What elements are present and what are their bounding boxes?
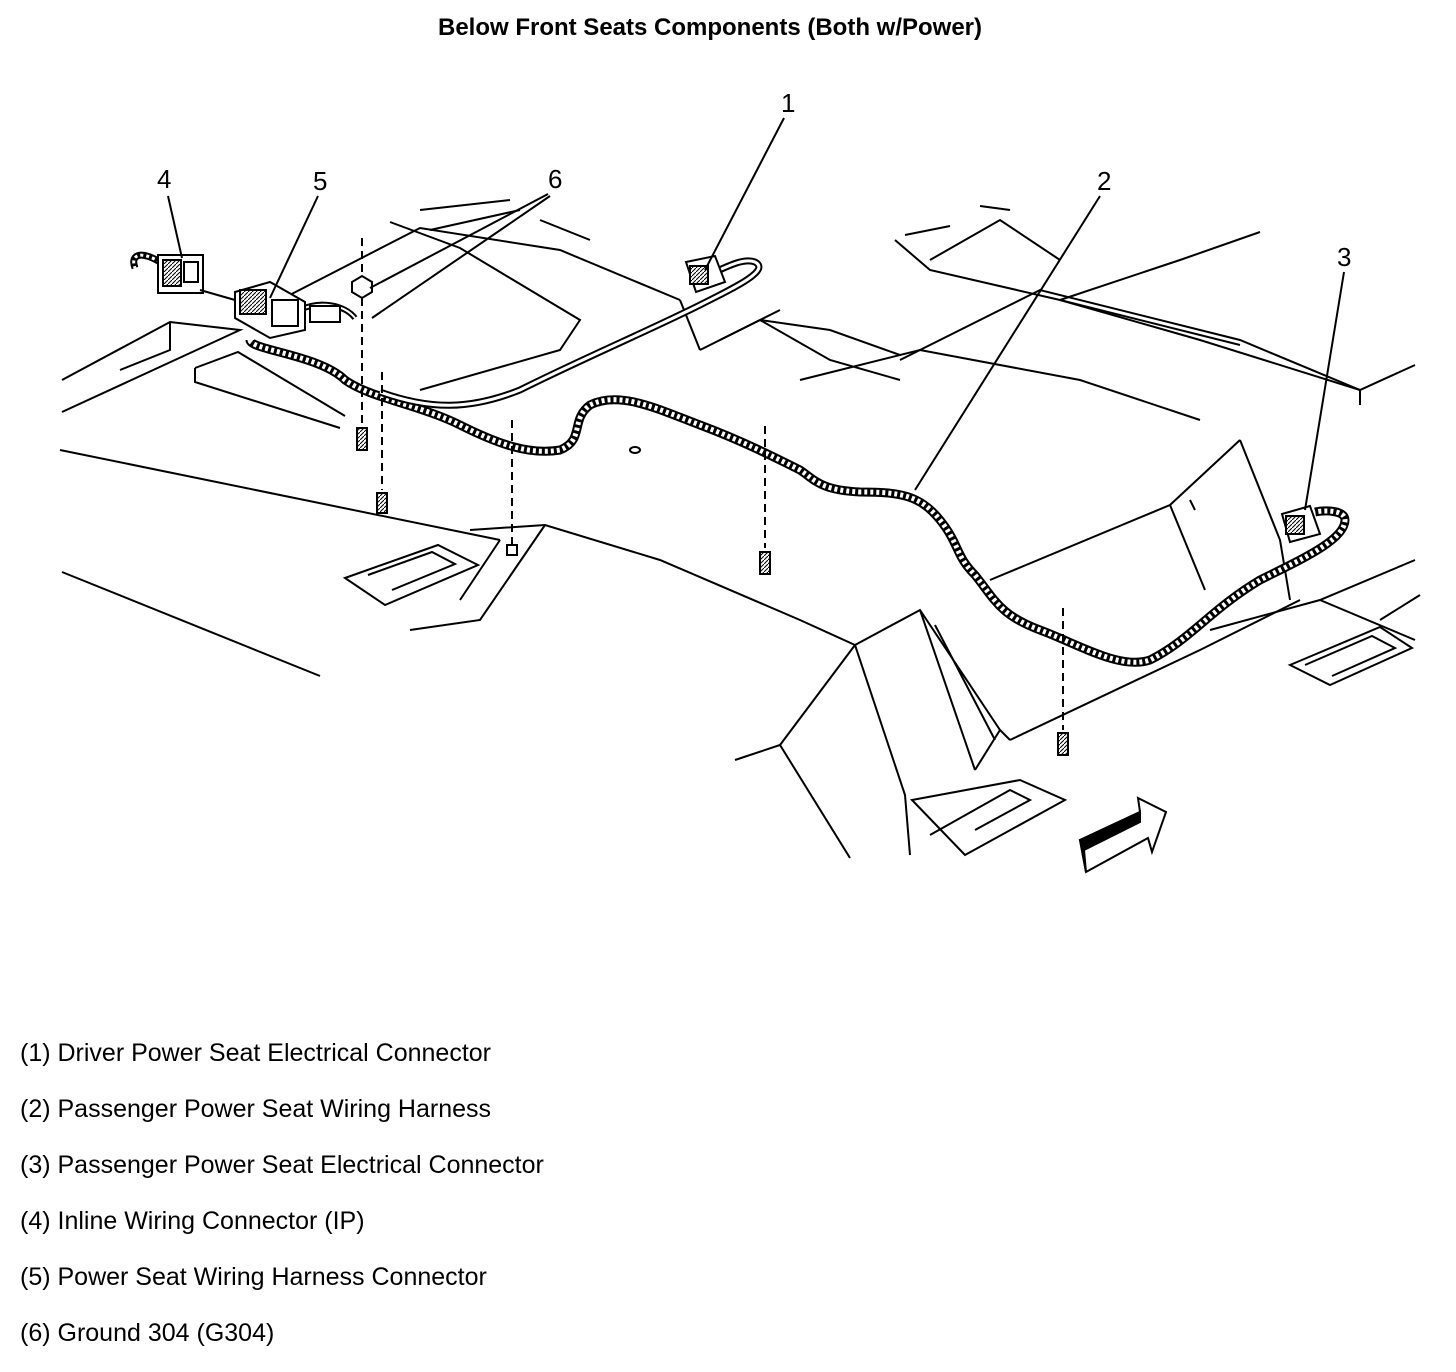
callout-6: 6 <box>548 164 562 194</box>
passenger-power-seat-electrical-connector <box>1280 504 1322 544</box>
floor-slot-left <box>342 543 481 607</box>
harness-retainer-clip <box>506 420 518 556</box>
front-direction-arrow-icon <box>1078 796 1168 874</box>
callout-1: 1 <box>781 88 795 118</box>
floor-slot-center <box>909 778 1068 857</box>
driver-power-seat-electrical-connector <box>684 254 727 294</box>
callout-leader-lines <box>167 117 1345 511</box>
harness-retainer-clip <box>1057 608 1069 756</box>
legend-item: (3) Passenger Power Seat Electrical Conn… <box>20 1151 544 1179</box>
legend-item: (2) Passenger Power Seat Wiring Harness <box>20 1095 492 1123</box>
legend-item: (5) Power Seat Wiring Harness Connector <box>20 1263 487 1291</box>
callout-3: 3 <box>1337 242 1351 272</box>
harness-retainer-clip <box>376 372 388 514</box>
callout-4: 4 <box>157 164 171 194</box>
inline-wiring-connector-ip <box>157 254 236 301</box>
seat-wiring-illustration: 1 2 3 4 5 6 <box>59 88 1421 874</box>
ground-304-fastener <box>351 238 373 451</box>
harness-retainer-clip <box>759 426 771 575</box>
component-legend: (1) Driver Power Seat Electrical Connect… <box>20 1036 544 1372</box>
legend-item: (6) Ground 304 (G304) <box>20 1319 275 1347</box>
floor-slot-right <box>1287 625 1415 687</box>
power-seat-wiring-harness-connector <box>234 280 341 340</box>
legend-item: (4) Inline Wiring Connector (IP) <box>20 1207 365 1235</box>
callout-5: 5 <box>313 166 327 196</box>
floor-pan-outline <box>59 199 1421 859</box>
callout-2: 2 <box>1097 166 1111 196</box>
diagram-title: Below Front Seats Components (Both w/Pow… <box>437 14 983 41</box>
legend-item: (1) Driver Power Seat Electrical Connect… <box>20 1039 491 1067</box>
floor-hole <box>629 446 641 454</box>
